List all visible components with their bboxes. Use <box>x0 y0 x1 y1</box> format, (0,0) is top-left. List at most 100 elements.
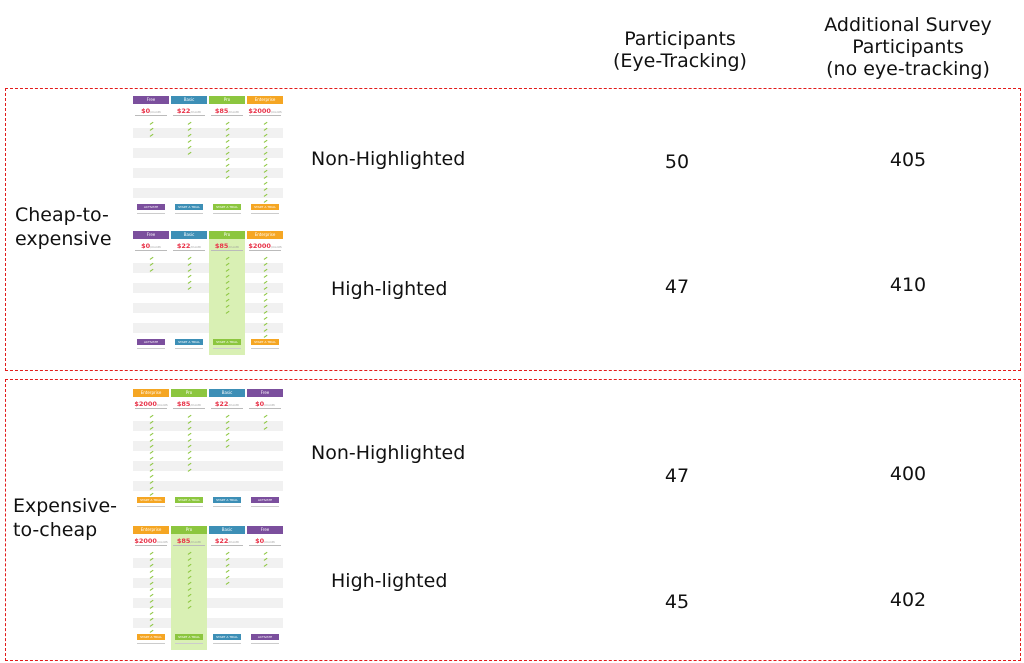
plan-cta-button: ACTIVATE <box>251 634 279 640</box>
plan-price: $2000/month <box>248 242 282 250</box>
check-icon <box>224 168 230 173</box>
check-icon <box>224 443 230 448</box>
plan-header: Pro <box>171 389 207 397</box>
group-label-line: expensive <box>15 228 112 250</box>
check-icon <box>224 431 230 436</box>
plan-subtitle-line <box>135 250 167 251</box>
check-icon <box>262 267 268 272</box>
plan-cta-button: START A TRIAL <box>137 497 165 503</box>
eye-tracking-count: 47 <box>664 276 690 298</box>
condition-label: High-lighted <box>331 278 448 300</box>
check-icon <box>262 120 268 125</box>
check-icon <box>224 120 230 125</box>
check-icon <box>148 425 154 430</box>
plan-price: $2000/month <box>134 400 168 408</box>
check-icon <box>148 622 154 627</box>
check-icon <box>262 327 268 332</box>
plan-header: Enterprise <box>247 231 283 239</box>
check-icon <box>148 132 154 137</box>
feature-checkmarks <box>262 550 268 569</box>
check-icon <box>186 273 192 278</box>
check-icon <box>262 162 268 167</box>
plan-cta-button: ACTIVATE <box>137 339 165 345</box>
price-suffix: /month <box>270 110 282 114</box>
check-icon <box>224 279 230 284</box>
check-icon <box>148 461 154 466</box>
check-icon <box>186 255 192 260</box>
feature-checkmarks <box>148 120 154 139</box>
plan-footer-line <box>213 348 241 349</box>
plan-header: Basic <box>209 389 245 397</box>
group-label-line: to-cheap <box>13 519 98 541</box>
price-suffix: /month <box>190 403 202 407</box>
check-icon <box>186 574 192 579</box>
check-icon <box>148 604 154 609</box>
header-additional-survey: Additional Survey Participants (no eye-t… <box>808 14 1008 80</box>
feature-row-band <box>133 481 283 491</box>
check-icon <box>148 120 154 125</box>
check-icon <box>224 162 230 167</box>
plan-subtitle-line <box>173 115 205 116</box>
plan-subtitle-line <box>173 250 205 251</box>
check-icon <box>262 291 268 296</box>
eye-tracking-count: 45 <box>664 591 690 613</box>
check-icon <box>224 156 230 161</box>
check-icon <box>262 126 268 131</box>
check-icon <box>186 126 192 131</box>
check-icon <box>148 580 154 585</box>
feature-row-band <box>133 421 283 431</box>
plan-footer-line <box>137 348 165 349</box>
price-suffix: /month <box>228 403 240 407</box>
plan-cta-button: START A TRIAL <box>213 204 241 210</box>
plan-footer-line <box>137 506 165 507</box>
check-icon <box>262 168 268 173</box>
group-label-line: Expensive- <box>13 495 118 517</box>
feature-row-band <box>133 263 283 273</box>
check-icon <box>186 443 192 448</box>
check-icon <box>186 120 192 125</box>
check-icon <box>262 198 268 203</box>
plan-cta-button: START A TRIAL <box>213 634 241 640</box>
feature-row-band <box>133 188 283 198</box>
check-icon <box>262 550 268 555</box>
plan-cta-button: ACTIVATE <box>251 497 279 503</box>
check-icon <box>224 126 230 131</box>
price-suffix: /month <box>228 245 240 249</box>
feature-checkmarks <box>262 120 268 205</box>
plan-header: Free <box>247 389 283 397</box>
check-icon <box>224 303 230 308</box>
check-icon <box>262 279 268 284</box>
check-icon <box>148 413 154 418</box>
feature-checkmarks <box>148 550 154 635</box>
check-icon <box>224 574 230 579</box>
check-icon <box>148 449 154 454</box>
feature-row-band <box>133 283 283 293</box>
plan-price: $85/month <box>176 400 202 408</box>
feature-row-band <box>133 558 283 568</box>
check-icon <box>148 479 154 484</box>
feature-row-band <box>133 598 283 608</box>
check-icon <box>262 321 268 326</box>
plan-price: $0/month <box>255 537 275 545</box>
plan-footer-line <box>137 643 165 644</box>
check-icon <box>186 568 192 573</box>
check-icon <box>224 580 230 585</box>
check-icon <box>148 628 154 633</box>
check-icon <box>186 598 192 603</box>
plan-price: $0/month <box>141 107 161 115</box>
check-icon <box>262 562 268 567</box>
check-icon <box>186 562 192 567</box>
eye-tracking-count: 50 <box>664 151 690 173</box>
check-icon <box>186 592 192 597</box>
check-icon <box>186 467 192 472</box>
feature-checkmarks <box>262 255 268 340</box>
group-box-expensive-to-cheap <box>5 379 1021 661</box>
check-icon <box>148 574 154 579</box>
plan-price: $22/month <box>176 107 202 115</box>
plan-price: $0/month <box>141 242 161 250</box>
